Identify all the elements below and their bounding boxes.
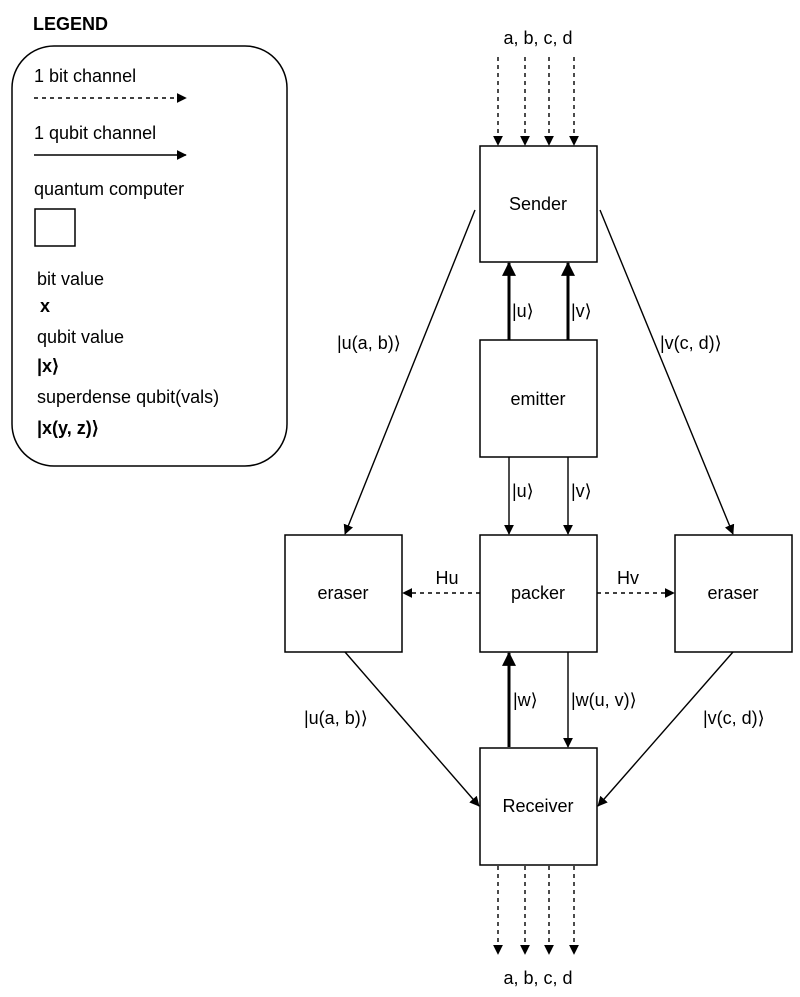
emitter-sender-v-label: |v⟩ bbox=[571, 301, 592, 321]
sender-label: Sender bbox=[509, 194, 567, 214]
sender-left-label: |u(a, b)⟩ bbox=[337, 333, 401, 353]
sender-to-eraser-left-arrow bbox=[343, 209, 476, 535]
legend-superdense-label: superdense qubit(vals) bbox=[37, 387, 219, 407]
emitter-sender-u-label: |u⟩ bbox=[512, 301, 534, 321]
receiver-node bbox=[479, 747, 598, 866]
legend-bit-example: x bbox=[40, 296, 50, 316]
packer-hv-label: Hv bbox=[617, 568, 639, 588]
sender-node bbox=[479, 145, 598, 263]
input-bits-label: a, b, c, d bbox=[503, 28, 572, 48]
receiver-label: Receiver bbox=[502, 796, 573, 816]
sender-right-label: |v(c, d)⟩ bbox=[660, 333, 722, 353]
legend-qubit-value-label: qubit value bbox=[37, 327, 124, 347]
eraser-right-to-receiver-arrow bbox=[597, 651, 734, 807]
emitter-label: emitter bbox=[510, 389, 565, 409]
eraser-left-label: eraser bbox=[317, 583, 368, 603]
eraser-right-node bbox=[674, 534, 793, 653]
legend-qubit-example: |x⟩ bbox=[37, 356, 59, 376]
legend-bit-value-label: bit value bbox=[37, 269, 104, 289]
legend-quantum-computer-box bbox=[34, 208, 76, 247]
packer-hu-label: Hu bbox=[435, 568, 458, 588]
eraser-right-out-label: |v(c, d)⟩ bbox=[703, 708, 765, 728]
legend-qubit-channel-label: 1 qubit channel bbox=[34, 123, 156, 143]
eraser-left-node bbox=[284, 534, 403, 653]
emitter-node bbox=[479, 339, 598, 458]
legend-quantum-computer-label: quantum computer bbox=[34, 179, 184, 199]
legend-bit-channel-label: 1 bit channel bbox=[34, 66, 136, 86]
eraser-left-out-label: |u(a, b)⟩ bbox=[304, 708, 368, 728]
sender-to-eraser-right-arrow bbox=[599, 209, 735, 535]
eraser-right-label: eraser bbox=[707, 583, 758, 603]
output-bits-label: a, b, c, d bbox=[503, 968, 572, 988]
emitter-packer-u-label: |u⟩ bbox=[512, 481, 534, 501]
emitter-packer-v-label: |v⟩ bbox=[571, 481, 592, 501]
packer-label: packer bbox=[511, 583, 565, 603]
packer-w-label: |w(u, v)⟩ bbox=[571, 690, 637, 710]
legend-title: LEGEND bbox=[33, 14, 108, 34]
receiver-w-label: |w⟩ bbox=[513, 690, 538, 710]
legend-superdense-example: |x(y, z)⟩ bbox=[37, 418, 99, 438]
legend-box bbox=[11, 45, 288, 467]
packer-node bbox=[479, 534, 598, 653]
eraser-left-to-receiver-arrow bbox=[344, 651, 480, 807]
